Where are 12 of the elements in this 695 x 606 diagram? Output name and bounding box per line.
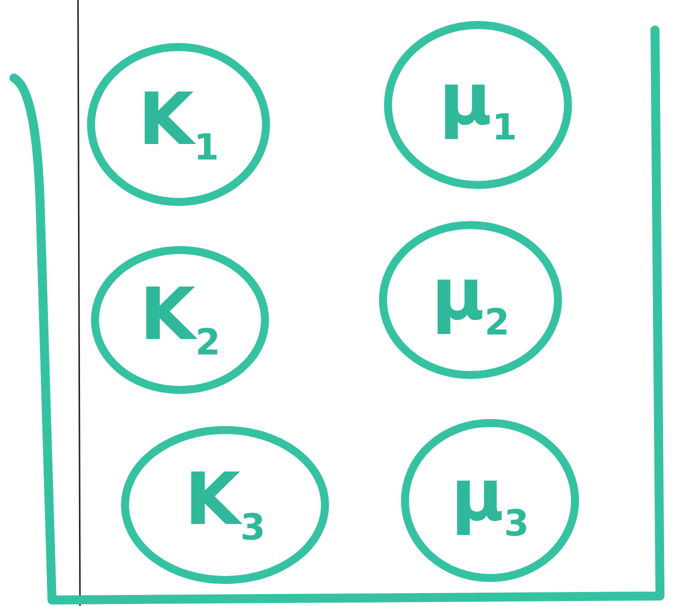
node-label: μ$_{1}$ (438, 63, 518, 147)
node-label: μ$_{3}$ (450, 458, 530, 542)
node-label: μ$_{2}$ (431, 258, 510, 342)
circle-node (383, 20, 573, 190)
node-label: K$_{3}$ (184, 463, 266, 547)
circle-node (378, 220, 563, 380)
circle-node (90, 245, 270, 395)
circle-node (86, 42, 271, 207)
circle-node (120, 425, 330, 585)
circle-node (400, 418, 580, 583)
node-label: K$_{2}$ (140, 278, 220, 362)
node-label: K$_{1}$ (138, 82, 219, 166)
